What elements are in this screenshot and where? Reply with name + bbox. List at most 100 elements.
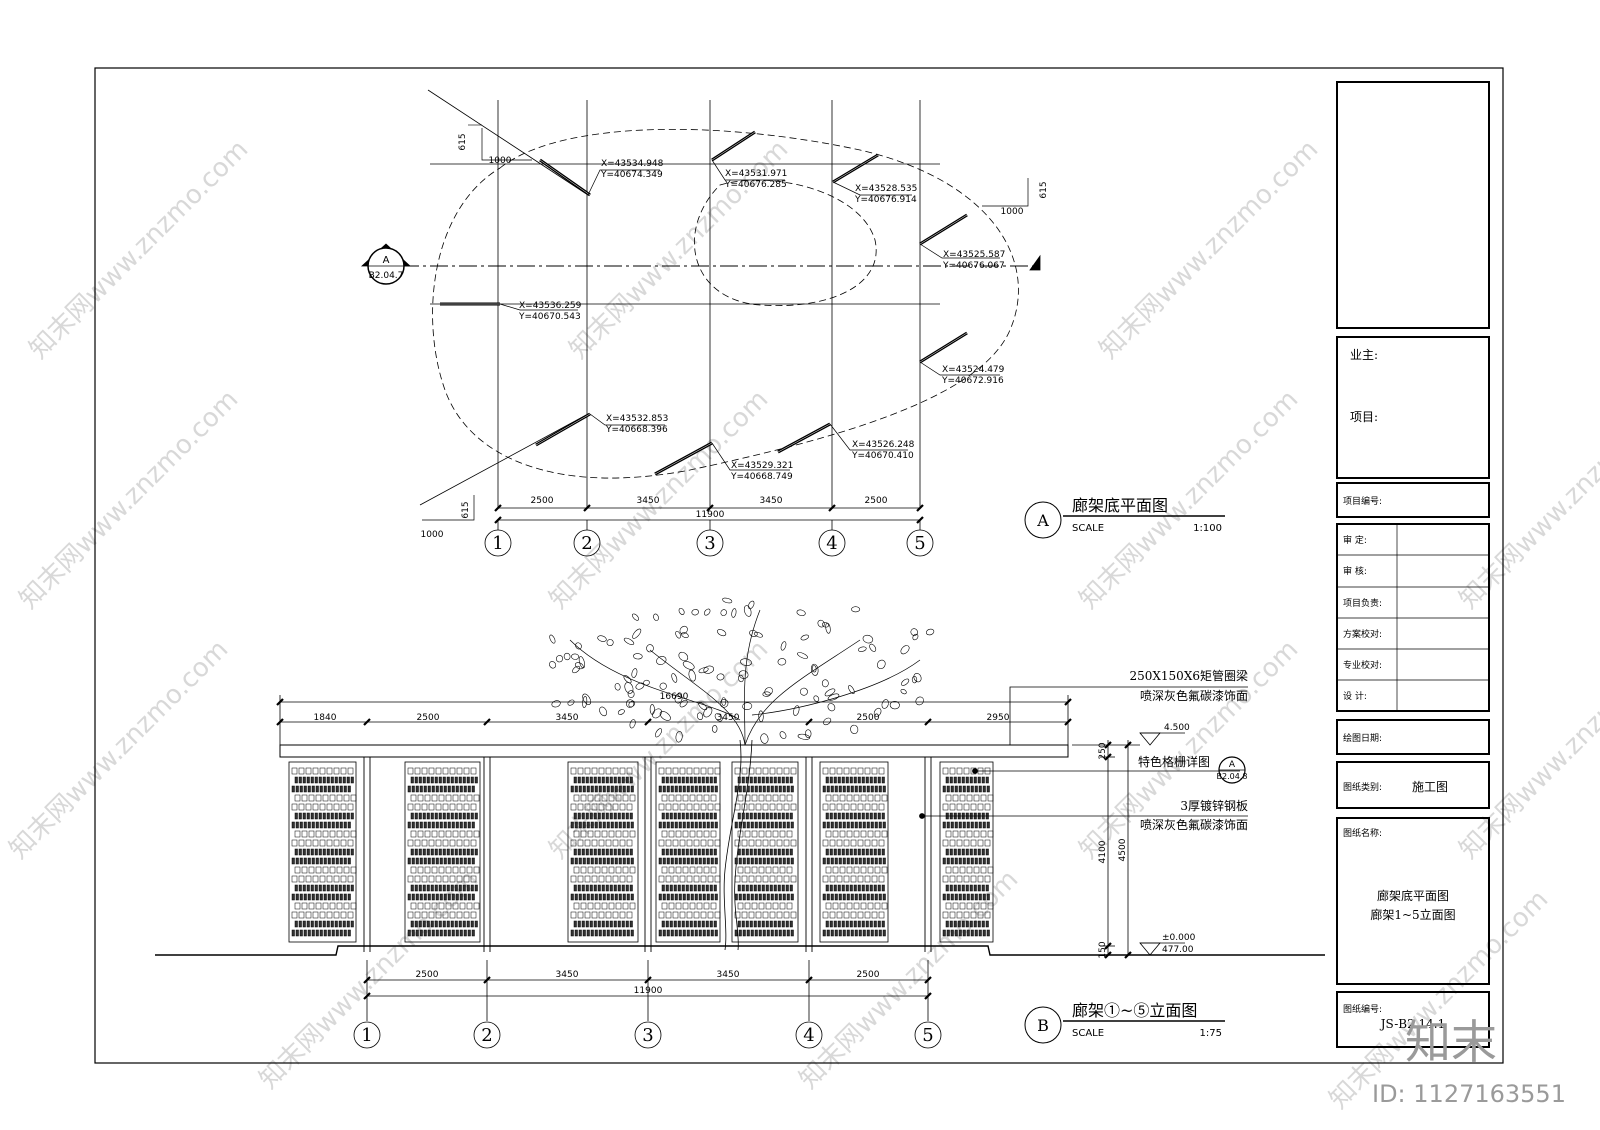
elev-axis-1: 1 bbox=[361, 1025, 372, 1046]
tb-name-1: 廊架底平面图 bbox=[1377, 888, 1449, 903]
elev-axis-5: 5 bbox=[922, 1025, 933, 1046]
elev-dim-bot-1: 2500 bbox=[416, 970, 439, 980]
coord-7-x: X=43532.853 bbox=[606, 414, 668, 424]
elevation-view bbox=[155, 597, 1325, 1049]
plan-axis-1: 1 bbox=[492, 533, 503, 554]
coord-9-x: X=43526.248 bbox=[852, 440, 915, 450]
plan-axis-5: 5 bbox=[914, 533, 925, 554]
elev-scale-value: 1:75 bbox=[1200, 1028, 1222, 1039]
plan-title-symbol: A bbox=[1036, 511, 1049, 530]
plan-dim-2: 3450 bbox=[637, 496, 660, 506]
elev-title: 廊架①~⑤立面图 bbox=[1072, 1001, 1197, 1020]
coord-8-y: Y=40668.749 bbox=[730, 472, 793, 482]
coord-5-y: Y=40670.543 bbox=[518, 312, 581, 322]
coord-1-x: X=43534.948 bbox=[601, 159, 664, 169]
plan-axis-4: 4 bbox=[826, 533, 837, 554]
elev-dim-top-1: 1840 bbox=[314, 713, 337, 723]
tb-owner: 业主: bbox=[1350, 348, 1378, 362]
elev-axis-2: 2 bbox=[481, 1025, 492, 1046]
watermark-id: ID: 1127163551 bbox=[1372, 1080, 1566, 1108]
slope-rise-label-r: 615 bbox=[1039, 181, 1049, 198]
level-zero: ±0.000 bbox=[1162, 933, 1196, 943]
tb-no-label: 图纸编号: bbox=[1343, 1003, 1382, 1015]
plan-axis-2: 2 bbox=[581, 533, 592, 554]
section-mark-letter: A bbox=[383, 255, 390, 266]
elev-dim-top-2: 2500 bbox=[417, 713, 440, 723]
elev-title-symbol: B bbox=[1037, 1016, 1049, 1035]
section-mark-ref: B2.04.7 bbox=[369, 271, 404, 281]
note-beam-2: 喷深灰色氟碳漆饰面 bbox=[1140, 689, 1248, 703]
note-beam-1: 250X150X6矩管圈梁 bbox=[1129, 668, 1248, 683]
tb-approve-1: 审 定: bbox=[1343, 534, 1367, 546]
coord-1-y: Y=40674.349 bbox=[600, 170, 663, 180]
plan-view bbox=[360, 89, 1225, 557]
plan-scale-value: 1:100 bbox=[1193, 523, 1222, 534]
tb-approve-5: 专业校对: bbox=[1343, 659, 1382, 671]
title-block-texts: 业主: 项目: 项目编号: 审 定: 审 核: 项目负责: 方案校对: 专业校对… bbox=[1343, 348, 1456, 1031]
plan-dim-total: 11900 bbox=[696, 510, 725, 520]
vdim-4500: 4500 bbox=[1118, 838, 1128, 861]
note-grille-ref: B2.04.8 bbox=[1217, 772, 1248, 781]
watermark-text-3: 知末网www.znzmo.com bbox=[14, 384, 245, 615]
watermark-text-2: 知末网www.znzmo.com bbox=[1094, 134, 1325, 365]
slope-rise-label-b: 615 bbox=[461, 501, 471, 518]
tb-name-2: 廊架1~5立面图 bbox=[1370, 907, 1455, 922]
level-ground: 477.00 bbox=[1162, 945, 1194, 955]
coord-3-x: X=43528.535 bbox=[855, 184, 917, 194]
coord-9-y: Y=40670.410 bbox=[851, 451, 914, 461]
note-plate-2: 喷深灰色氟碳漆饰面 bbox=[1140, 818, 1248, 832]
elev-dim-bot-3: 3450 bbox=[717, 970, 740, 980]
plan-title: 廊架底平面图 bbox=[1072, 496, 1168, 515]
plan-dim-3: 3450 bbox=[760, 496, 783, 506]
elev-dim-top-3: 3450 bbox=[556, 713, 579, 723]
elev-dim-bot-4: 2500 bbox=[857, 970, 880, 980]
tb-approve-6: 设 计: bbox=[1343, 690, 1367, 702]
note-plate-1: 3厚镀锌钢板 bbox=[1180, 799, 1248, 813]
elev-axis-4: 4 bbox=[803, 1025, 814, 1046]
coord-4-y: Y=40676.067 bbox=[942, 261, 1005, 271]
slope-run-label-r: 1000 bbox=[1001, 207, 1024, 217]
vdim-4100: 4100 bbox=[1098, 840, 1108, 863]
vdim-250: 250 bbox=[1098, 742, 1108, 759]
coord-2-x: X=43531.971 bbox=[725, 169, 787, 179]
watermark-text-6: 知末网www.znzmo.com bbox=[1454, 384, 1600, 615]
tb-no: JS-B2.14.1 bbox=[1379, 1017, 1446, 1031]
tb-project: 项目: bbox=[1350, 410, 1378, 424]
tb-approve-4: 方案校对: bbox=[1343, 628, 1382, 640]
elev-dim-total: 11900 bbox=[634, 986, 663, 996]
title-block bbox=[1336, 81, 1490, 1048]
coord-5-x: X=43536.259 bbox=[519, 301, 582, 311]
tb-approve-3: 项目负责: bbox=[1343, 597, 1382, 609]
elev-scale-label: SCALE bbox=[1072, 1028, 1104, 1039]
coord-7-y: Y=40668.396 bbox=[605, 425, 668, 435]
coord-4-x: X=43525.587 bbox=[943, 250, 1005, 260]
elev-dim-top-5: 2500 bbox=[857, 713, 880, 723]
plan-dim-4: 2500 bbox=[865, 496, 888, 506]
watermark-text-8: 知末网www.znzmo.com bbox=[544, 634, 775, 865]
watermark-text-0: 知末网www.znzmo.com bbox=[24, 134, 255, 365]
vdim-150: 150 bbox=[1098, 941, 1108, 958]
coord-3-y: Y=40676.914 bbox=[854, 195, 917, 205]
tb-type: 施工图 bbox=[1412, 780, 1448, 794]
level-top: 4.500 bbox=[1164, 723, 1190, 733]
watermark-text-10: 知末网www.znzmo.com bbox=[1454, 634, 1600, 865]
elev-dim-total-top: 16690 bbox=[660, 692, 689, 702]
plan-axis-3: 3 bbox=[704, 533, 715, 554]
tb-project-no: 项目编号: bbox=[1343, 495, 1382, 507]
sheet-border bbox=[94, 67, 1504, 1064]
coord-6-x: X=43524.479 bbox=[942, 365, 1005, 375]
plan-dim-1: 2500 bbox=[531, 496, 554, 506]
watermark-text-7: 知末网www.znzmo.com bbox=[4, 634, 235, 865]
slope-run-label: 1000 bbox=[489, 156, 512, 166]
tree-canopy bbox=[549, 597, 935, 746]
slope-rise-label: 615 bbox=[458, 133, 468, 150]
tb-name-label: 图纸名称: bbox=[1343, 827, 1382, 839]
elev-dim-bot-2: 3450 bbox=[556, 970, 579, 980]
coord-8-x: X=43529.321 bbox=[731, 461, 793, 471]
tb-approve-2: 审 核: bbox=[1343, 565, 1367, 577]
elev-dim-top-4: 3450 bbox=[717, 713, 740, 723]
note-grille: 特色格栅详图 bbox=[1138, 754, 1210, 769]
tb-draw-date: 绘图日期: bbox=[1343, 732, 1382, 744]
